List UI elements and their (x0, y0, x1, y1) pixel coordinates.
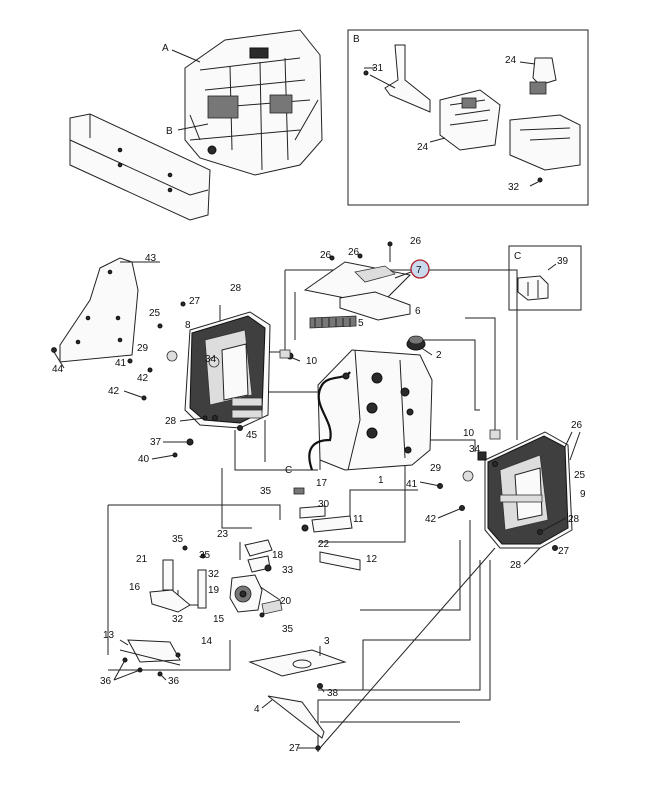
callout-17: 17 (316, 478, 328, 489)
top-plate-assembly (303, 241, 412, 321)
callout-39: 39 (557, 256, 569, 267)
door-frame-left (166, 311, 271, 431)
callout-26-mid: 26 (348, 247, 360, 258)
callout-26-top: 26 (410, 236, 422, 247)
callout-36-right: 36 (168, 676, 180, 687)
callout-26-left: 26 (320, 250, 332, 261)
callout-9: 9 (580, 489, 586, 500)
callout-29-left: 29 (137, 343, 149, 354)
callout-24-valve: 24 (417, 142, 429, 153)
callout-24-solenoid: 24 (505, 55, 517, 66)
cab-assembly-view (184, 29, 323, 176)
rail-5 (309, 315, 357, 329)
callout-31: 31 (372, 63, 384, 74)
callout-44: 44 (52, 364, 64, 375)
callout-25-right: 25 (574, 470, 586, 481)
frame-rail (69, 113, 211, 221)
callout-35-left: 35 (172, 534, 184, 545)
callout-41-right: 41 (406, 479, 418, 490)
callout-26-right: 26 (571, 420, 583, 431)
detail-b-label: B (353, 34, 360, 45)
callout-5: 5 (358, 318, 364, 329)
callout-14: 14 (201, 636, 213, 647)
clip-10-right (477, 429, 501, 461)
view-label-a: A (162, 43, 169, 54)
callout-43: 43 (145, 253, 157, 264)
callout-7: 7 (416, 265, 422, 276)
callout-28-top: 28 (230, 283, 242, 294)
callout-27-bottom: 27 (289, 743, 301, 754)
callout-28-left: 28 (165, 416, 177, 427)
detail-c-label: C (514, 251, 521, 262)
callout-4: 4 (254, 704, 260, 715)
callout-13: 13 (103, 630, 115, 641)
callout-45: 45 (246, 430, 258, 441)
callout-23: 23 (217, 529, 229, 540)
callout-11: 11 (353, 514, 364, 525)
callout-2: 2 (436, 350, 442, 361)
callout-40: 40 (138, 454, 150, 465)
callout-21: 21 (136, 554, 148, 565)
callout-8: 8 (185, 320, 191, 331)
floor-plate-3 (248, 646, 347, 689)
callout-28-right: 28 (568, 514, 580, 525)
detail-view-c: C (508, 245, 582, 311)
callout-36-left: 36 (100, 676, 112, 687)
view-label-b-on-cab: B (166, 126, 173, 137)
tank-1 (317, 349, 433, 471)
callout-35-mid: 35 (199, 550, 211, 561)
callout-32-lower: 32 (172, 614, 184, 625)
highlighted-callout-7[interactable]: 7 (410, 259, 430, 279)
callout-42-bolt: 42 (108, 386, 120, 397)
callout-19: 19 (208, 585, 220, 596)
bracket-17-30 (293, 487, 361, 571)
callout-34-left: 34 (205, 354, 217, 365)
callout-15: 15 (213, 614, 225, 625)
panel-43 (51, 257, 139, 363)
callout-35-upper: 35 (260, 486, 272, 497)
callout-32-main: 32 (208, 569, 220, 580)
detail-view-b: B (347, 29, 589, 206)
callout-10-left: 10 (306, 356, 318, 367)
callout-41-left: 41 (115, 358, 127, 369)
cap-2 (406, 335, 426, 351)
callout-3: 3 (324, 636, 330, 647)
callout-27-right: 27 (558, 546, 570, 557)
callout-33: 33 (282, 565, 294, 576)
callout-28-bottom: 28 (510, 560, 522, 571)
callout-42-right: 42 (425, 514, 437, 525)
callout-27-left: 27 (189, 296, 201, 307)
callout-37: 37 (150, 437, 162, 448)
wiring-harness-c (308, 371, 351, 471)
callout-29-right: 29 (430, 463, 442, 474)
callout-32-detail-b: 32 (508, 182, 520, 193)
callout-35-lower: 35 (282, 624, 294, 635)
callout-18: 18 (272, 550, 284, 561)
callout-25-left: 25 (149, 308, 161, 319)
door-frame-right (437, 431, 573, 551)
bracket-13-14 (119, 639, 181, 677)
callout-1: 1 (378, 475, 384, 486)
callout-c-harness: C (285, 465, 292, 476)
callout-10-right: 10 (463, 428, 475, 439)
callout-42-left: 42 (137, 373, 149, 384)
callout-6: 6 (415, 306, 421, 317)
callout-12: 12 (366, 554, 378, 565)
callout-22: 22 (318, 539, 330, 550)
callout-20: 20 (280, 596, 292, 607)
callout-38: 38 (327, 688, 339, 699)
pedal-mechanism (149, 539, 283, 618)
callout-30: 30 (318, 499, 330, 510)
callout-34-right: 34 (469, 444, 481, 455)
callout-leaders (53, 261, 581, 749)
callout-16: 16 (129, 582, 141, 593)
